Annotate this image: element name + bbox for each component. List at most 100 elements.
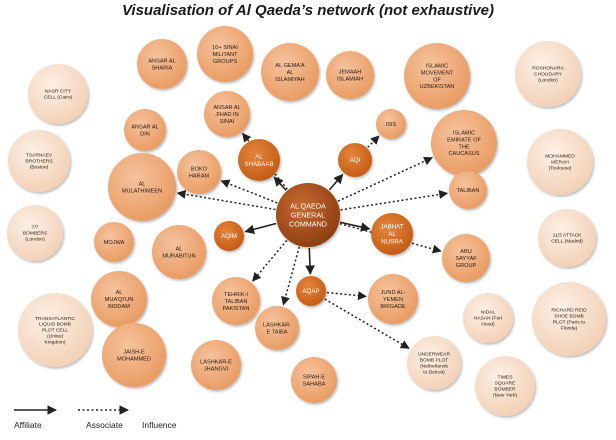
node-label-jem: JAISH-E: [123, 350, 145, 356]
node-label-boko-haram: BOKO: [191, 167, 208, 173]
node-label-merah: MOHAMMED: [545, 154, 575, 160]
edge-center-to-al-shabaab: [273, 176, 287, 191]
edge-center-to-boko-haram: [220, 179, 278, 204]
node-circle-nasr-city: [28, 64, 88, 124]
node-label-aqi: AQI: [350, 157, 361, 164]
node-circle-reid: [532, 282, 606, 356]
node-label-sipah: SAHABA: [303, 381, 326, 387]
edge-center-to-taliban: [340, 190, 449, 211]
node-circle-al-shabaab: [238, 139, 280, 181]
node-circle-lej: [191, 340, 241, 390]
node-label-transatlantic: LIQUID BOMB: [39, 322, 71, 328]
node-label-jund: JUND AL-: [381, 290, 406, 296]
node-label-jabhat-al-nusra: JABHAT: [380, 224, 403, 231]
node-label-mojwa: MOJWA: [104, 240, 125, 246]
node-label-jemaah: ISLAMIAH: [337, 76, 363, 82]
node-circle-murabitun: [152, 225, 206, 279]
node-label-ttp: PAKISTAN: [223, 306, 250, 312]
node-circle-mojwa: [94, 222, 134, 262]
node-let: LASHKAR-E TAIBA: [255, 306, 299, 350]
node-isis: ISIS: [376, 109, 406, 139]
node-label-jund: YEMEN: [383, 297, 403, 303]
legend-affiliate-label: Affiliate: [14, 420, 42, 430]
node-circle-seven-seven: [7, 205, 63, 261]
node-label-ansar-jihad-sinai: SINAI: [220, 119, 235, 125]
node-label-muqaun: BIDDAM: [108, 304, 130, 310]
node-label-lej: JHANGVI: [204, 366, 229, 372]
node-label-seven-seven: BOMBERS: [23, 231, 48, 237]
node-label-seven-seven: 7/7: [32, 225, 39, 231]
node-label-center: AL QAEDA: [290, 202, 326, 211]
node-label-abu-sayyaf: ABU: [460, 249, 472, 255]
node-circle-merah: [527, 129, 593, 195]
node-label-abu-sayyaf: SAYYAF: [455, 256, 477, 262]
node-label-abu-sayyaf: GROUP: [456, 263, 477, 269]
node-mojwa: MOJWA: [94, 222, 134, 262]
node-label-tsarnaev: (Boston): [30, 165, 49, 171]
node-label-jemaah: JEMAAH: [339, 70, 362, 76]
node-label-jabhat-al-nusra: AL: [388, 231, 396, 238]
node-aqim: AQIM: [214, 221, 244, 251]
node-label-nasr-city: NASR CITY: [45, 89, 72, 95]
node-label-gemaa: AL GEMA’A: [275, 63, 304, 69]
node-label-hasan: NIDAL: [481, 310, 496, 316]
node-label-imu: UZBEKISTAN: [420, 84, 455, 90]
node-label-muqaun: AL: [116, 290, 123, 296]
node-circle-boko-haram: [177, 150, 221, 194]
node-aqap: AQAP: [296, 276, 326, 306]
edge-center-to-aqi: [328, 173, 344, 191]
node-label-times-square: (New York): [493, 393, 517, 399]
node-label-boko-haram: HARAM: [189, 173, 210, 179]
node-label-gemaa: AL: [287, 70, 294, 76]
node-label-sinai-groups: 10+ SINAI: [212, 45, 238, 51]
node-label-transatlantic: Kingdom): [45, 340, 66, 346]
node-label-muqaun: MUA’QI’UN: [105, 297, 134, 303]
node-label-caucasus: CAUCASUS: [448, 151, 479, 157]
node-label-merah: (Toulouse): [549, 166, 572, 172]
node-circle-ttp: [212, 277, 260, 325]
node-circle-sipah: [291, 357, 337, 403]
node-label-lej: LASHKAR-E: [200, 360, 232, 366]
node-label-times-square: TIMES: [498, 375, 514, 381]
node-circle-mulathimeen: [108, 153, 176, 221]
node-label-ttp: TEHRIK-I: [224, 292, 248, 298]
node-label-transatlantic: (United: [47, 334, 63, 340]
node-circle-aqim: [214, 221, 244, 251]
node-label-transatlantic: TRANSATLANTIC: [35, 316, 75, 322]
node-label-madrid: 11/3 ATTACK: [553, 233, 583, 239]
node-circle-abu-sayyaf: [442, 234, 490, 282]
node-circle-muqaun: [91, 271, 147, 327]
node-label-times-square: SQUARE: [495, 381, 516, 387]
node-circle-imu: [404, 43, 470, 109]
node-circle-ansar-al-sharia: [137, 39, 187, 89]
edge-aqap-to-jund: [326, 291, 368, 301]
node-label-isis: ISIS: [386, 122, 397, 128]
node-label-reid: SHOE BOMB: [554, 314, 584, 320]
node-circle-choudary: [515, 41, 581, 107]
node-label-mulathimeen: MULATHIMEEN: [122, 188, 162, 194]
node-label-ansar-al-din: ANSAR AL: [131, 125, 158, 131]
node-label-sinai-groups: GROUPS: [213, 59, 238, 65]
node-label-sinai-groups: MILITANT: [212, 52, 238, 58]
node-circle-transatlantic: [18, 293, 92, 367]
node-label-al-shabaab: AL: [255, 153, 263, 160]
node-circle-madrid: [538, 209, 596, 267]
legend-influence-label: Influence: [142, 420, 177, 430]
diagram-title: Visualisation of Al Qaeda’s network (not…: [121, 2, 495, 19]
node-taliban: TALIBAN: [449, 171, 487, 209]
